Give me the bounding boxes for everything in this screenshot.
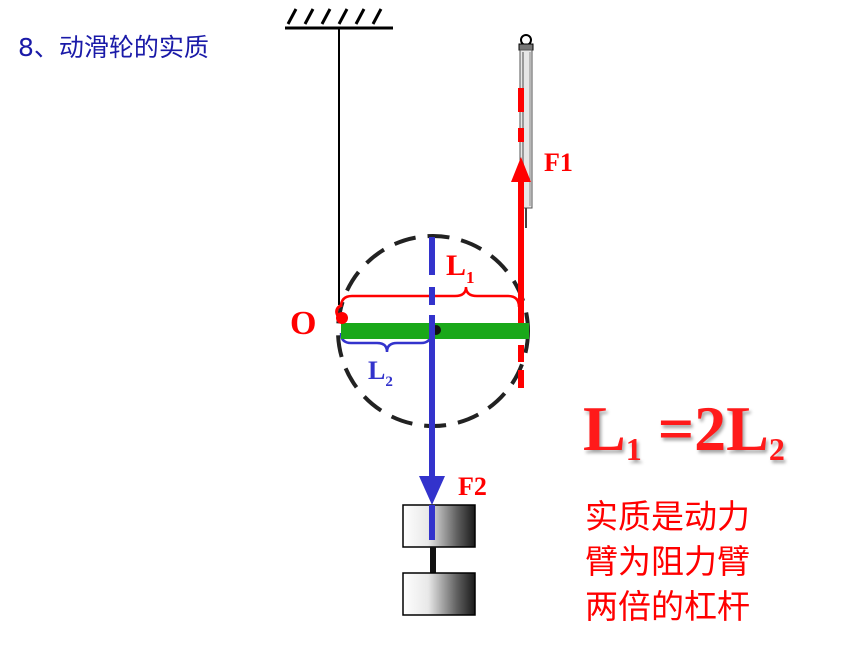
weight-hook <box>430 547 436 573</box>
weight-top <box>402 504 476 548</box>
l2-label: L2 <box>368 356 393 390</box>
o-point <box>336 312 348 324</box>
l1-brace <box>339 286 521 308</box>
equation: L1 =2L2 <box>583 393 785 467</box>
f1-force <box>511 88 531 388</box>
page-title: 8、动滑轮的实质 <box>18 33 209 62</box>
conclusion-line-3: 两倍的杠杆 <box>585 587 750 626</box>
weight-bottom <box>402 572 476 616</box>
o-label: O <box>290 305 316 342</box>
f1-label: F1 <box>544 148 573 177</box>
conclusion-line-2: 臂为阻力臂 <box>585 542 750 581</box>
f2-label: F2 <box>458 472 487 501</box>
conclusion-line-1: 实质是动力 <box>585 497 750 536</box>
f2-force <box>419 237 445 540</box>
l1-label: L1 <box>446 249 475 287</box>
ceiling-support <box>285 8 393 30</box>
l2-brace <box>339 332 433 353</box>
